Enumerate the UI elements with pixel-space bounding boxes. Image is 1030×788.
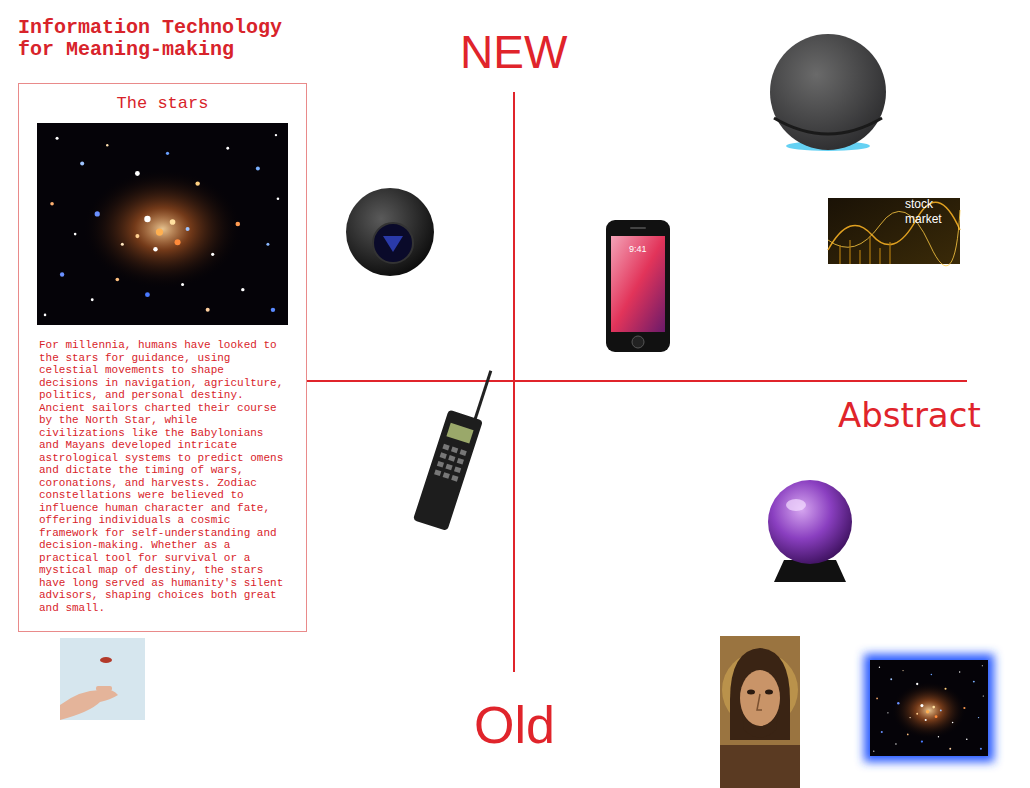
diagram-title: Information Technology for Meaning-makin… — [18, 17, 313, 61]
icon-painting — [720, 636, 800, 788]
crystal-ball — [768, 480, 852, 582]
magic-8-ball — [346, 188, 434, 276]
coin-flip-photo — [60, 638, 145, 720]
axis-label-bottom: Old — [474, 698, 555, 753]
brick-phone — [413, 362, 499, 531]
info-card: The starsFor millennia, humans have look… — [18, 83, 307, 632]
image-caption: stock market — [905, 197, 957, 227]
phone-clock: 9:41 — [629, 245, 647, 254]
smartphone — [606, 220, 670, 352]
stock-market-image — [828, 198, 960, 266]
axis-label-right: Abstract — [838, 398, 981, 434]
axis-label-top: NEW — [460, 28, 567, 76]
card-heading: The stars — [19, 84, 306, 114]
star-photo — [37, 123, 288, 325]
smart-speaker — [770, 34, 886, 151]
glowing-star-photo — [864, 654, 994, 762]
card-body: For millennia, humans have looked to the… — [39, 339, 289, 614]
horizontal-axis — [307, 380, 967, 382]
